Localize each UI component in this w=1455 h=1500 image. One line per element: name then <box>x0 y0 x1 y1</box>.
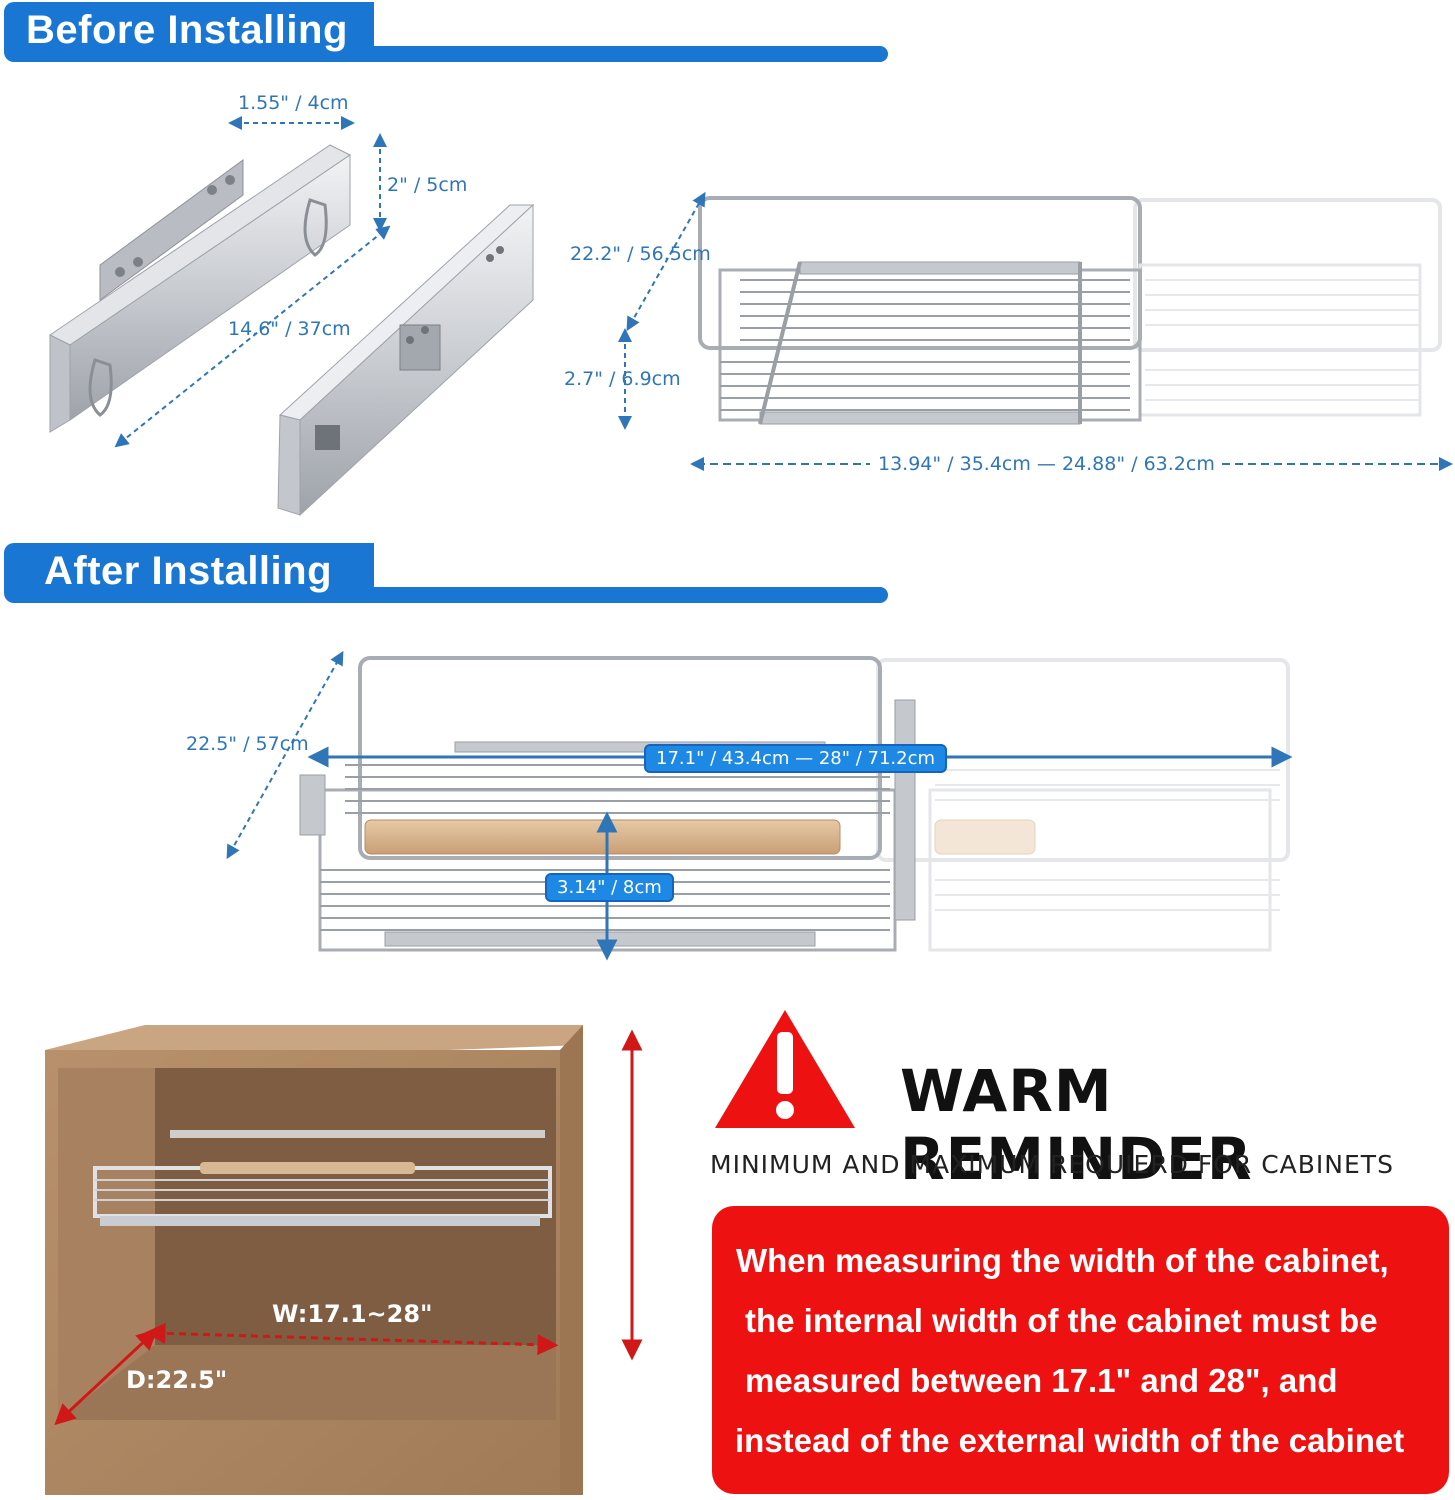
before-installing-header: Before Installing <box>0 2 380 68</box>
slide-length-label: 14.6" / 37cm <box>228 318 351 340</box>
after-header-underline <box>300 587 888 603</box>
drawer-slide-left <box>49 144 351 433</box>
warm-reminder-subtitle: MINIMUM AND MAXIMUM REQUIERD FOR CABINET… <box>710 1150 1394 1179</box>
basket-before-illustration <box>698 196 1442 425</box>
slide-width-label: 1.55" / 4cm <box>238 92 349 114</box>
drawer-slide-right <box>277 203 535 517</box>
installed-height-label: 3.14" / 8cm <box>545 873 674 902</box>
basket-after-illustration <box>299 656 1290 952</box>
reminder-line-4: instead of the external width of the cab… <box>735 1422 1405 1459</box>
reminder-line-1: When measuring the width of the cabinet, <box>736 1242 1389 1279</box>
reminder-line-3: measured between 17.1" and 28", and <box>745 1362 1338 1399</box>
before-header-pill <box>4 2 374 62</box>
basket-depth-label: 22.2" / 56.5cm <box>570 243 711 265</box>
reminder-line-2: the internal width of the cabinet must b… <box>745 1302 1378 1339</box>
warning-icon <box>715 1010 855 1128</box>
before-header-underline <box>300 46 888 62</box>
installed-depth-label: 22.5" / 57cm <box>186 733 309 755</box>
after-installing-title: After Installing <box>44 549 333 593</box>
cabinet-depth-label: D:22.5" <box>126 1366 228 1394</box>
warm-reminder-title: WARM REMINDER <box>900 1057 1253 1193</box>
before-installing-title: Before Installing <box>26 8 348 52</box>
cabinet-width-label: W:17.1~28" <box>272 1300 433 1328</box>
basket-height-label: 2.7" / 6.9cm <box>564 368 681 390</box>
warm-reminder-box: When measuring the width of the cabinet,… <box>712 1206 1449 1494</box>
cabinet-illustration <box>45 1025 583 1495</box>
slide-height-label: 2" / 5cm <box>387 174 468 196</box>
after-installing-header: After Installing <box>0 543 380 609</box>
basket-width-range-label: 13.94" / 35.4cm — 24.88" / 63.2cm <box>878 453 1215 475</box>
installed-width-range-label: 17.1" / 43.4cm — 28" / 71.2cm <box>644 744 948 773</box>
after-header-pill <box>4 543 374 603</box>
